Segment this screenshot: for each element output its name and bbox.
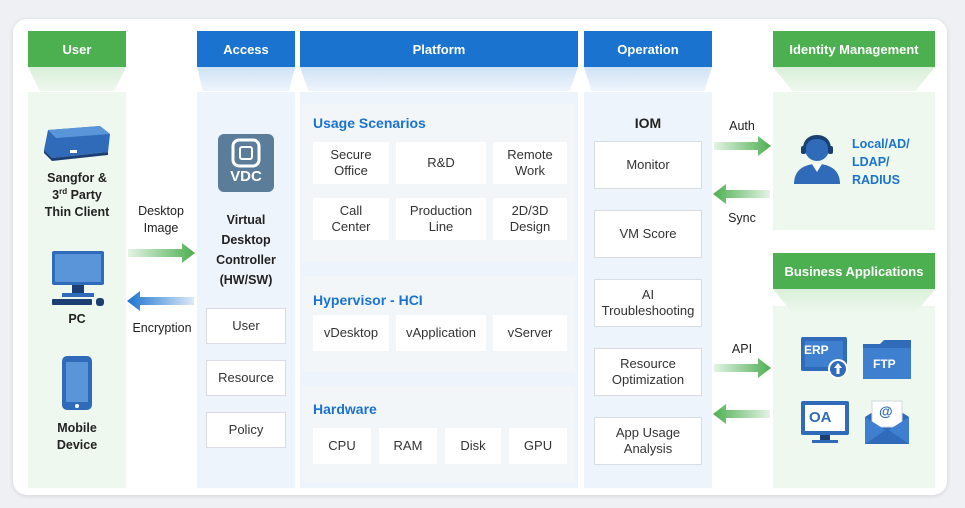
thin-client-label: Sangfor & 3rd Party Thin Client — [44, 171, 110, 219]
business-header: Business Applications — [773, 253, 935, 289]
email-at-label: @ — [879, 403, 893, 419]
usage-cell-rnd: R&D — [396, 142, 486, 184]
access-item-policy: Policy — [206, 412, 286, 448]
oa-label: OA — [809, 409, 832, 426]
operation-header: Operation — [584, 31, 712, 67]
arrow-left-icon — [712, 403, 770, 425]
api-label: API — [731, 342, 753, 356]
arrow-left-icon — [126, 290, 194, 312]
identity-column — [773, 92, 935, 230]
user-avatar-icon — [792, 132, 842, 184]
usage-scenarios-title: Usage Scenarios — [313, 115, 426, 131]
erp-label: ERP — [804, 343, 829, 357]
thin-client-icon — [42, 124, 112, 162]
operation-item-monitor: Monitor — [594, 141, 702, 189]
email-icon: @ — [864, 399, 910, 445]
pc-icon — [48, 249, 108, 307]
auth-label: Auth — [729, 119, 755, 133]
hardware-cell-cpu: CPU — [313, 428, 371, 464]
access-item-user: User — [206, 308, 286, 344]
operation-funnel — [584, 67, 712, 91]
vdc-logo-text: VDC — [230, 168, 262, 185]
arrow-right-icon — [714, 357, 772, 379]
arrow-right-icon — [128, 242, 196, 264]
arrow-left-icon — [712, 183, 770, 205]
identity-funnel — [773, 67, 935, 91]
identity-sources: Local/AD/ LDAP/ RADIUS — [852, 137, 910, 188]
access-item-resource: Resource — [206, 360, 286, 396]
erp-icon: ERP — [800, 336, 852, 382]
hypervisor-title: Hypervisor - HCI — [313, 292, 423, 308]
pc-label: PC — [68, 312, 86, 326]
hardware-cell-gpu: GPU — [509, 428, 567, 464]
hypervisor-cell-vserver: vServer — [493, 315, 567, 351]
encryption-label: Encryption — [132, 321, 192, 335]
identity-header: Identity Management — [773, 31, 935, 67]
user-funnel — [28, 67, 126, 91]
ftp-icon: FTP — [862, 338, 912, 380]
oa-icon: OA — [800, 400, 850, 444]
platform-header: Platform — [300, 31, 578, 67]
hardware-cell-ram: RAM — [379, 428, 437, 464]
business-funnel — [773, 289, 935, 313]
access-funnel — [197, 67, 295, 91]
operation-item-vm-score: VM Score — [594, 210, 702, 258]
mobile-device-label: Mobile Device — [56, 421, 98, 452]
iom-title: IOM — [634, 115, 662, 131]
arrow-right-icon — [714, 135, 772, 157]
desktop-image-label: Desktop Image — [138, 204, 184, 235]
hypervisor-cell-vdesktop: vDesktop — [313, 315, 389, 351]
mobile-device-icon — [61, 355, 93, 411]
user-header: User — [28, 31, 126, 67]
business-column — [773, 306, 935, 488]
hypervisor-cell-vapplication: vApplication — [396, 315, 486, 351]
vdc-title: Virtual Desktop Controller (HW/SW) — [216, 213, 276, 287]
sync-label: Sync — [728, 211, 756, 225]
access-header: Access — [197, 31, 295, 67]
hardware-title: Hardware — [313, 401, 377, 417]
ftp-label: FTP — [873, 357, 896, 371]
hardware-cell-disk: Disk — [445, 428, 501, 464]
platform-funnel — [300, 67, 578, 91]
vdc-logo-icon — [217, 133, 275, 193]
